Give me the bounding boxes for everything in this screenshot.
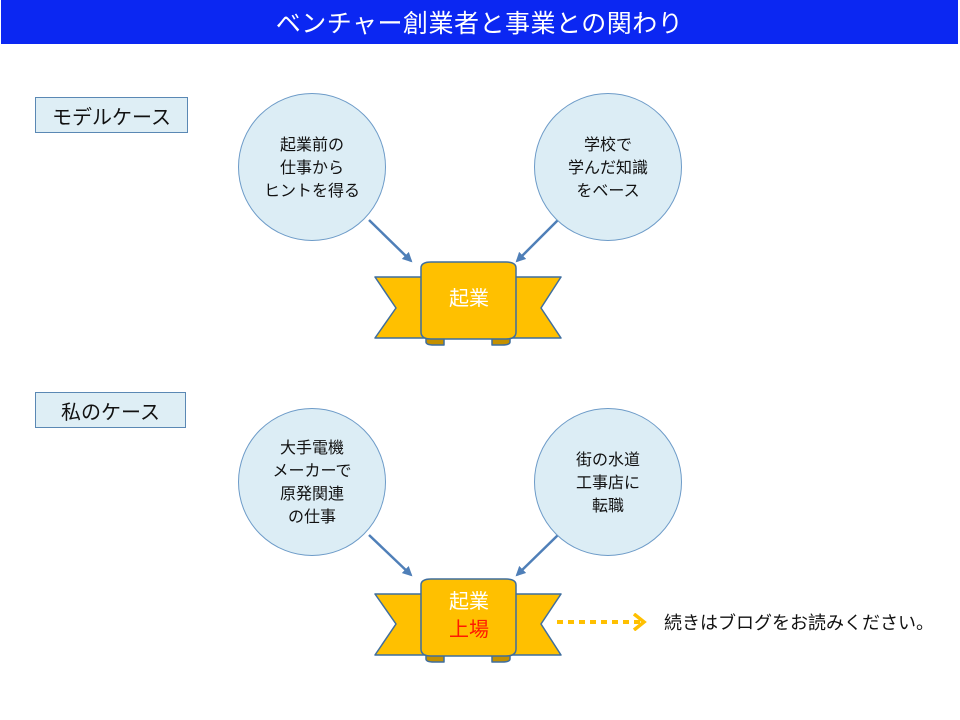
model-ribbon-label: 起業	[421, 284, 517, 312]
my-right-circle-line: 工事店に	[575, 472, 640, 492]
my-ribbon-line2: 上場	[449, 617, 489, 641]
my-ribbon-line1: 起業	[449, 589, 489, 613]
model-ribbon-text: 起業	[449, 286, 489, 310]
model-right-circle-line: 学校で	[583, 134, 632, 154]
model-case-label: モデルケース	[35, 97, 188, 133]
model-left-circle-line: 仕事から	[279, 157, 344, 177]
model-left-circle: 起業前の 仕事から ヒントを得る	[238, 93, 386, 241]
my-ribbon-label: 起業 上場	[421, 587, 517, 643]
my-case-label-text: 私のケース	[61, 399, 160, 424]
model-left-circle-line: ヒントを得る	[263, 180, 360, 200]
model-right-circle-line: 学んだ知識	[567, 157, 648, 177]
my-right-arrow	[515, 534, 559, 577]
model-left-arrow	[368, 219, 413, 263]
model-case-ribbon	[374, 261, 562, 346]
my-case-ribbon	[374, 578, 562, 663]
my-left-arrow	[368, 534, 413, 577]
my-right-circle: 街の水道 工事店に 転職	[534, 408, 682, 556]
model-right-arrow	[515, 219, 559, 263]
my-case-label: 私のケース	[35, 392, 186, 428]
page-title: ベンチャー創業者と事業との関わり	[1, 0, 958, 44]
my-left-circle-line: 原発関連	[279, 484, 344, 503]
model-left-circle-line: 起業前の	[279, 134, 344, 154]
my-left-circle-line: 大手電機	[279, 438, 344, 457]
model-right-circle-line: をベース	[576, 180, 640, 200]
my-left-circle: 大手電機 メーカーで 原発関連 の仕事	[238, 408, 386, 556]
blog-note-text: 続きはブログをお読みください。	[664, 613, 934, 634]
my-right-circle-line: 転職	[591, 495, 624, 515]
model-right-circle: 学校で 学んだ知識 をベース	[534, 93, 682, 241]
my-right-circle-line: 街の水道	[575, 449, 640, 469]
page-title-text: ベンチャー創業者と事業との関わり	[275, 9, 684, 38]
my-left-circle-line: メーカーで	[272, 461, 352, 480]
model-case-label-text: モデルケース	[52, 104, 171, 129]
blog-note: 続きはブログをお読みください。	[664, 609, 934, 635]
my-left-circle-line: の仕事	[287, 507, 336, 526]
